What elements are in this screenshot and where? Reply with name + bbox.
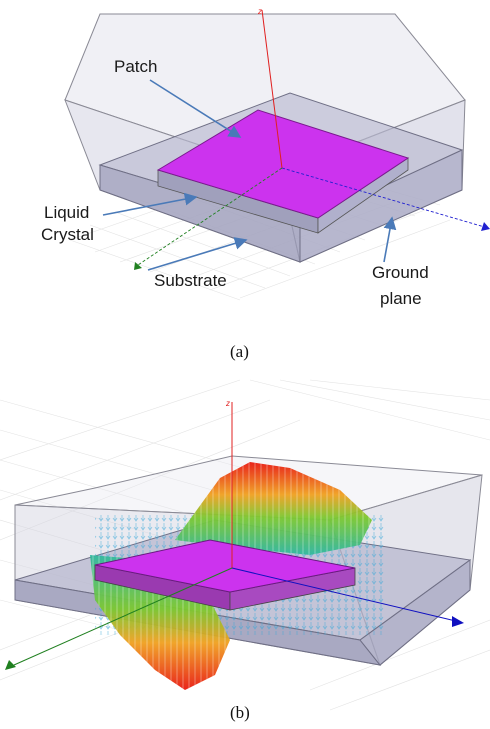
- z-axis-label-b: z: [225, 399, 230, 408]
- patch-label: Patch: [114, 57, 157, 76]
- liquid-crystal-label-line2: Crystal: [41, 225, 94, 244]
- field-lobe-top: [175, 462, 372, 555]
- ground-plane-label-line1: Ground: [372, 263, 429, 282]
- caption-a: (a): [230, 342, 249, 361]
- figure-a: z Patch Liquid Crystal Substrate Ground …: [41, 7, 490, 361]
- substrate-label: Substrate: [154, 271, 227, 290]
- figure-b: z (b): [0, 379, 490, 722]
- liquid-crystal-label-line1: Liquid: [44, 203, 89, 222]
- axes-a: z: [134, 7, 490, 270]
- caption-b: (b): [230, 703, 250, 722]
- patch: [156, 109, 410, 219]
- field-lobe-bottom: [90, 555, 230, 690]
- patch-b: [94, 539, 356, 611]
- ground-plane-label-line2: plane: [380, 289, 422, 308]
- annotation-arrows: [102, 79, 397, 271]
- z-axis-label: z: [257, 7, 262, 16]
- axes-b: z: [5, 399, 464, 670]
